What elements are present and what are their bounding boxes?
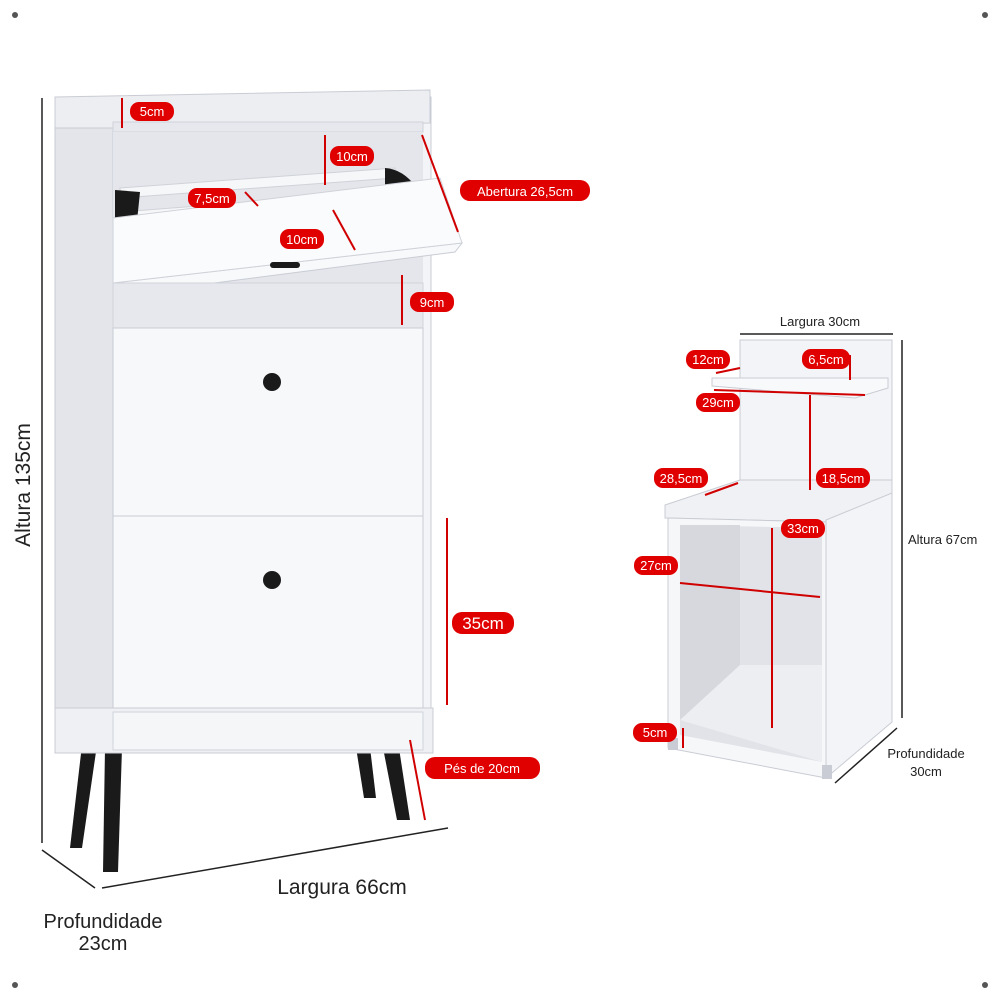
right-red-lines — [679, 355, 866, 748]
right-dimension-lines — [740, 333, 903, 784]
label-niche: 9cm — [410, 292, 454, 312]
svg-text:5cm: 5cm — [140, 104, 165, 119]
width-label: Largura 66cm — [277, 876, 407, 899]
label-inner-width: 27cm — [634, 556, 678, 575]
depth-label-line1: Profundidade — [44, 911, 163, 933]
svg-text:Abertura 26,5cm: Abertura 26,5cm — [477, 184, 573, 199]
svg-text:12cm: 12cm — [692, 352, 724, 367]
svg-text:27cm: 27cm — [640, 558, 672, 573]
svg-text:18,5cm: 18,5cm — [822, 471, 865, 486]
door-upper-knob — [263, 373, 281, 391]
label-shelf-depth: 10cm — [280, 229, 324, 249]
shoe-cabinet-illustration — [54, 89, 464, 872]
label-opening: Abertura 26,5cm — [460, 180, 590, 201]
svg-text:5cm: 5cm — [643, 725, 668, 740]
svg-text:Pés de 20cm: Pés de 20cm — [444, 761, 520, 776]
svg-text:29cm: 29cm — [702, 395, 734, 410]
left-dimension-lines — [41, 98, 449, 889]
label-door-height: 35cm — [452, 612, 514, 634]
label-shelf-height: 12cm — [686, 350, 730, 369]
label-inner-height: 33cm — [781, 519, 825, 538]
depth-label-line2: 23cm — [79, 933, 128, 955]
nightstand-illustration — [664, 339, 893, 780]
cabinet-niche — [112, 282, 424, 329]
corner-dots — [12, 12, 988, 988]
nightstand-height-label: Altura 67cm — [908, 532, 977, 547]
label-top-depth: 28,5cm — [654, 468, 708, 488]
svg-text:6,5cm: 6,5cm — [808, 352, 843, 367]
nightstand-depth-label-line1: Profundidade — [887, 746, 964, 761]
height-label: Altura 135cm — [12, 423, 35, 547]
nightstand-small-shelf — [711, 377, 889, 399]
nightstand-depth-label-line2: 30cm — [910, 764, 942, 779]
door-upper — [112, 327, 424, 517]
svg-text:10cm: 10cm — [286, 232, 318, 247]
nightstand-side — [825, 492, 893, 780]
label-base-height: 5cm — [633, 723, 677, 742]
svg-text:28,5cm: 28,5cm — [660, 471, 703, 486]
nightstand-width-label: Largura 30cm — [780, 314, 860, 329]
label-shelf-lip: 7,5cm — [188, 188, 236, 208]
label-shelf-width: 29cm — [696, 393, 740, 412]
label-small-shelf-depth: 6,5cm — [802, 349, 850, 369]
svg-text:33cm: 33cm — [787, 521, 819, 536]
svg-text:10cm: 10cm — [336, 149, 368, 164]
label-feet: Pés de 20cm — [425, 757, 540, 779]
svg-text:7,5cm: 7,5cm — [194, 191, 229, 206]
left-red-lines — [121, 98, 459, 821]
svg-text:9cm: 9cm — [420, 295, 445, 310]
label-shelf-gap: 10cm — [330, 146, 374, 166]
cabinet-side-panel — [54, 96, 114, 753]
svg-text:35cm: 35cm — [462, 614, 504, 633]
label-top-lip: 5cm — [130, 102, 174, 121]
door-lower-knob — [263, 571, 281, 589]
label-upper-height: 18,5cm — [816, 468, 870, 488]
